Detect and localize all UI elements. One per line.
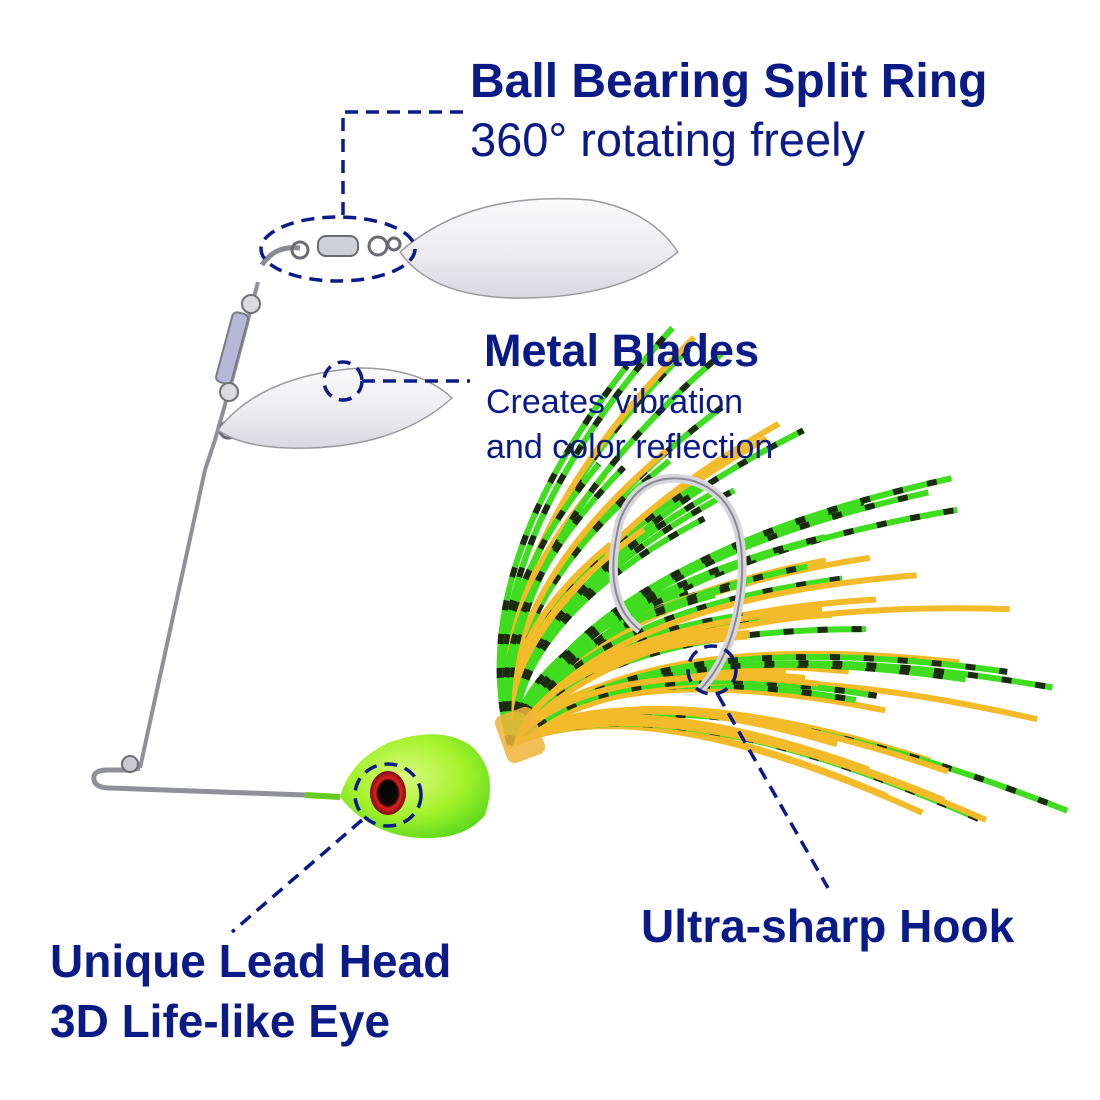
lead-head xyxy=(340,734,490,839)
split-ring-subtitle: 360° rotating freely xyxy=(470,113,866,166)
skirt-strand xyxy=(508,718,946,804)
callout-circle-eye xyxy=(353,762,423,828)
split-ring-title: Ball Bearing Split Ring xyxy=(470,55,988,108)
lead-head-title: Unique Lead Head xyxy=(50,935,452,987)
skirt-strand-band xyxy=(496,363,630,746)
large-blade xyxy=(399,197,679,299)
hook-title: Ultra-sharp Hook xyxy=(641,900,1015,952)
wire-arm xyxy=(91,235,402,800)
callout-line-head xyxy=(230,818,364,934)
skirt-strand-band xyxy=(507,481,926,747)
skirt-strand-band xyxy=(502,346,691,746)
skirt-strand xyxy=(508,708,950,775)
callout-circle-hook xyxy=(686,644,738,696)
skirt-strand-band xyxy=(507,653,1008,748)
callout-circle-split-ring xyxy=(259,215,417,283)
callout-circle-blades xyxy=(322,360,364,402)
metal-blades-subtitle-line1: Creates vibration xyxy=(486,383,744,421)
skirt-strand-band xyxy=(502,465,627,746)
lead-head-subtitle: 3D Life-like Eye xyxy=(50,995,391,1047)
silicone-skirt xyxy=(496,325,1069,823)
skirt-strand-band xyxy=(505,351,724,746)
metal-blades-subtitle-line2: and color reflection xyxy=(486,428,774,466)
callout-lines xyxy=(230,110,830,934)
callout-line-hook xyxy=(716,694,830,889)
callout-line-split-ring xyxy=(341,110,463,216)
metal-blades-title: Metal Blades xyxy=(484,325,760,376)
small-blade xyxy=(216,367,454,449)
skirt-strand-band xyxy=(500,325,675,746)
